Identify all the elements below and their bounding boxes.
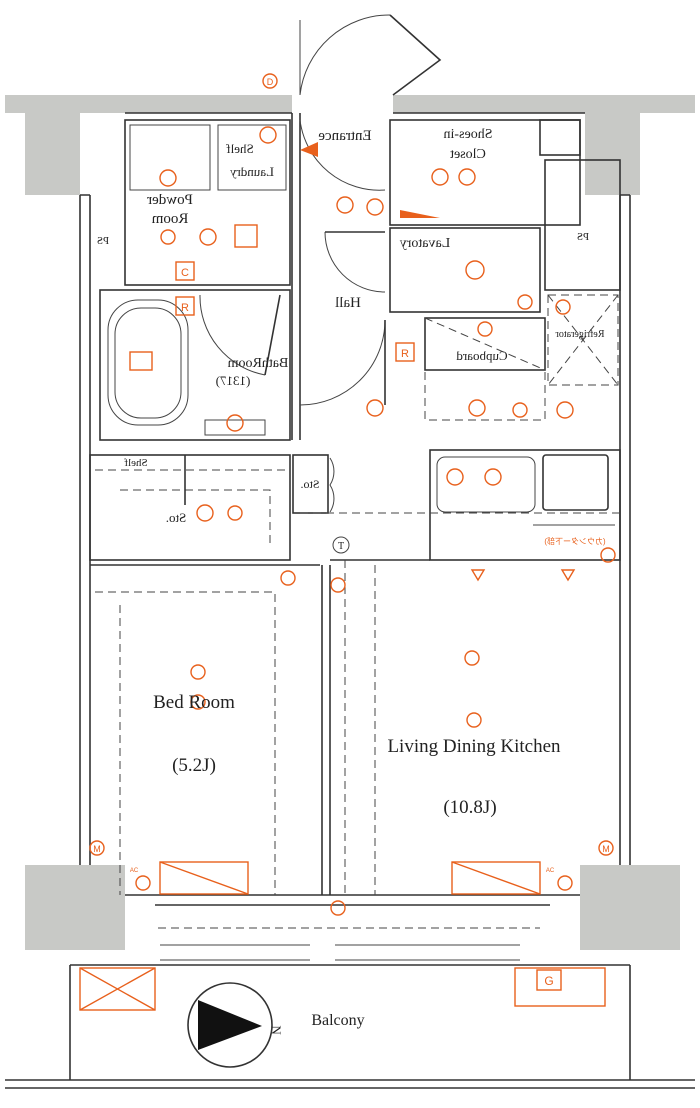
label-ps-left: PS	[97, 235, 109, 247]
m-symbol-right: M	[602, 844, 610, 854]
label-laundry: Laundry	[229, 164, 274, 179]
label-shelf-top: Shelf	[226, 141, 254, 156]
label-ps-right: PS	[577, 231, 589, 243]
m-symbol-left: M	[93, 844, 101, 854]
label-shoes-closet-1: Shoes-in	[444, 127, 493, 142]
gas-symbol: G	[544, 974, 553, 988]
label-bedroom: Bed Room	[153, 692, 235, 713]
ac-label-right: AC	[546, 868, 555, 874]
interior-walls	[89, 113, 621, 929]
label-powder-1: Powder	[147, 192, 193, 208]
electrical-fixtures	[89, 126, 616, 916]
entrance-door[interactable]	[299, 14, 442, 96]
label-shoes-closet-2: Closet	[450, 147, 486, 162]
label-ldk: Living Dining Kitchen	[387, 736, 561, 757]
r-symbol-bath: R	[181, 302, 189, 314]
label-bathroom-size: (1317)	[216, 373, 251, 388]
label-lavatory: Lavatory	[400, 236, 451, 251]
north-arrow-icon	[198, 1000, 262, 1050]
outer-walls	[79, 112, 631, 961]
fixture-symbols: D C R R T M M AC AC (カウンター下部)	[93, 73, 610, 874]
interior-doors[interactable]	[199, 119, 386, 513]
label-cupboard: Cupboard	[456, 348, 508, 363]
label-hall: Hall	[335, 295, 361, 311]
ac-label-left: AC	[130, 868, 139, 874]
structural-walls	[5, 95, 695, 950]
balcony: G Balcony	[5, 964, 695, 1089]
label-bedroom-size: (5.2J)	[172, 755, 216, 776]
r-symbol-hall: R	[401, 348, 409, 360]
label-ldk-size: (10.8J)	[443, 797, 496, 818]
counter-note: (カウンター下部)	[544, 536, 606, 546]
label-balcony: Balcony	[311, 1012, 364, 1029]
room-labels: Entrance Shoes-in Closet Shelf Laundry P…	[97, 127, 605, 818]
label-storage-small: Sto.	[300, 477, 319, 491]
label-bathroom: BathRoom	[228, 356, 289, 371]
label-storage-large: Sto.	[166, 510, 187, 525]
label-refrigerator: Refrigerator	[555, 329, 605, 340]
label-powder-2: Room	[151, 211, 188, 227]
north-compass: N	[187, 982, 284, 1068]
t-symbol: T	[338, 541, 344, 552]
label-entrance: Entrance	[318, 128, 372, 144]
north-label: N	[269, 1025, 284, 1035]
c-symbol: C	[181, 267, 189, 279]
door-bell-symbol: D	[267, 77, 274, 87]
label-shelf-lower: Shelf	[124, 457, 148, 469]
